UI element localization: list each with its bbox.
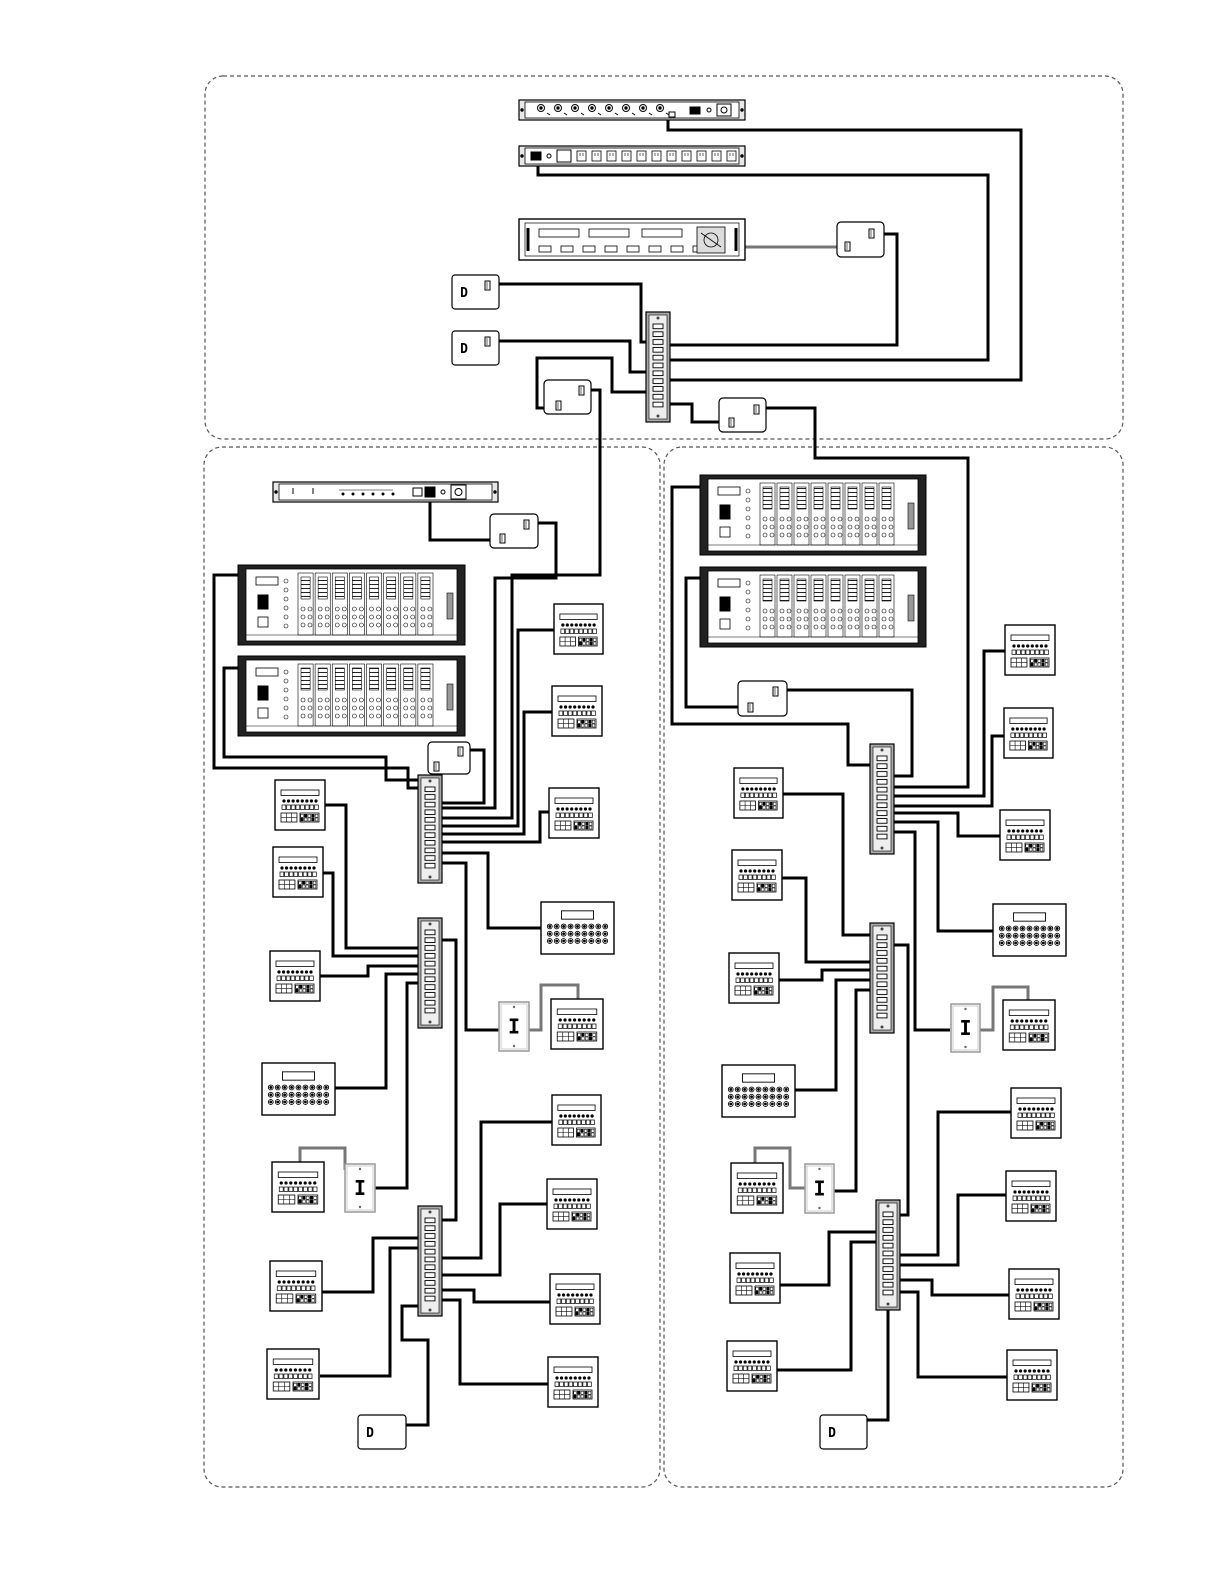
cable-device-a[interactable] xyxy=(490,284,655,342)
control-panel[interactable] xyxy=(730,1253,780,1303)
left-card-frame-1[interactable] xyxy=(238,565,465,645)
wall-plate-letter: I xyxy=(813,1177,825,1201)
cable-ll2[interactable] xyxy=(323,873,420,956)
left-interface-rack[interactable] xyxy=(273,482,498,502)
adapter-box[interactable] xyxy=(428,742,470,774)
rotary-control-panel[interactable] xyxy=(541,902,614,954)
adapter-box[interactable] xyxy=(719,398,766,432)
left-hub-2[interactable] xyxy=(418,918,442,1028)
control-panel[interactable] xyxy=(1004,708,1053,758)
right-card-frame-1[interactable] xyxy=(700,475,926,555)
control-panel[interactable] xyxy=(548,1357,598,1407)
control-panel[interactable] xyxy=(734,768,783,818)
control-panel[interactable] xyxy=(549,788,599,838)
cable-power-rack[interactable] xyxy=(538,166,988,360)
control-panel[interactable] xyxy=(1007,1350,1057,1400)
control-panel[interactable] xyxy=(272,1162,324,1212)
device-letter: D xyxy=(828,1426,836,1441)
device-letter: D xyxy=(460,342,468,357)
small-device[interactable]: D xyxy=(358,1415,406,1449)
device-layer: D D I I D I I D xyxy=(238,100,1066,1449)
left-card-frame-2[interactable] xyxy=(238,656,465,736)
adapter-box[interactable] xyxy=(738,681,787,716)
control-panel[interactable] xyxy=(731,1163,783,1213)
cable-right-device[interactable] xyxy=(866,1300,898,1420)
wall-plate-letter: I xyxy=(508,1015,520,1039)
cable-rr8[interactable] xyxy=(898,1292,1007,1377)
small-device[interactable]: D xyxy=(820,1415,867,1449)
core-hub[interactable] xyxy=(646,312,670,422)
control-panel[interactable] xyxy=(554,604,603,654)
control-panel[interactable] xyxy=(1009,1269,1059,1319)
wall-plate[interactable]: I xyxy=(805,1164,834,1213)
control-panel[interactable] xyxy=(732,850,782,900)
control-panel[interactable] xyxy=(270,951,320,1001)
control-panel[interactable] xyxy=(727,1341,777,1391)
cable-rl5-plate[interactable] xyxy=(832,990,870,1191)
control-panel[interactable] xyxy=(551,999,603,1049)
cable-rp4[interactable] xyxy=(893,822,993,931)
rotary-control-panel[interactable] xyxy=(262,1063,335,1115)
patch-panel-rack[interactable] xyxy=(519,100,745,120)
control-panel[interactable] xyxy=(1003,1000,1055,1050)
right-hub-2[interactable] xyxy=(870,923,894,1033)
cable-rh2-to-rh3[interactable] xyxy=(893,945,908,1215)
control-panel[interactable] xyxy=(552,686,602,736)
device-letter: D xyxy=(460,286,468,301)
control-panel[interactable] xyxy=(273,847,323,897)
right-card-frame-2[interactable] xyxy=(700,567,926,647)
right-hub-1[interactable] xyxy=(870,744,894,854)
cable-ll5-plate[interactable] xyxy=(370,983,420,1188)
control-panel[interactable] xyxy=(1011,1088,1061,1138)
device-letter: D xyxy=(366,1426,374,1441)
cable-ll6[interactable] xyxy=(322,1238,420,1292)
control-panel[interactable] xyxy=(1000,810,1050,860)
cable-left-device[interactable] xyxy=(402,1306,428,1425)
wall-plate[interactable]: I xyxy=(951,1004,980,1052)
wall-plate[interactable]: I xyxy=(345,1164,375,1212)
adapter-box[interactable] xyxy=(837,222,884,257)
cable-rl6[interactable] xyxy=(780,1232,878,1285)
cable-ll7[interactable] xyxy=(320,1248,420,1376)
cable-lh1-right[interactable] xyxy=(440,863,501,1030)
control-panel[interactable] xyxy=(550,1274,600,1324)
cable-rp1[interactable] xyxy=(893,651,1005,796)
central-frame-rack[interactable] xyxy=(519,219,745,260)
wall-plate[interactable]: I xyxy=(499,1002,529,1051)
control-panel[interactable] xyxy=(552,1095,601,1145)
cable-rl1[interactable] xyxy=(783,794,870,935)
rotary-control-panel[interactable] xyxy=(993,904,1066,956)
cable-rr5[interactable] xyxy=(898,1112,1011,1255)
cable-rl4[interactable] xyxy=(795,980,870,1090)
power-distribution-rack[interactable] xyxy=(519,146,745,166)
left-hub-3[interactable] xyxy=(418,1206,442,1316)
control-panel[interactable] xyxy=(275,780,325,830)
cable-ll1[interactable] xyxy=(325,805,420,948)
control-panel[interactable] xyxy=(729,953,779,1003)
control-panel[interactable] xyxy=(270,1261,322,1311)
control-panel[interactable] xyxy=(547,1179,597,1229)
left-hub-1[interactable] xyxy=(418,775,442,883)
cable-rl2[interactable] xyxy=(782,878,870,962)
right-hub-3[interactable] xyxy=(876,1200,900,1310)
small-device[interactable]: D xyxy=(452,275,499,309)
control-panel[interactable] xyxy=(267,1349,319,1399)
wall-plate-letter: I xyxy=(354,1176,366,1200)
rotary-control-panel[interactable] xyxy=(722,1065,795,1117)
adapter-box[interactable] xyxy=(544,380,591,414)
wall-plate-letter: I xyxy=(959,1016,971,1040)
control-panel[interactable] xyxy=(1005,625,1055,675)
small-device[interactable]: D xyxy=(452,331,499,365)
adapter-box[interactable] xyxy=(490,514,538,548)
cable-layer xyxy=(214,112,1028,1425)
control-panel[interactable] xyxy=(1006,1171,1056,1221)
cable-lr8[interactable] xyxy=(440,1300,548,1384)
